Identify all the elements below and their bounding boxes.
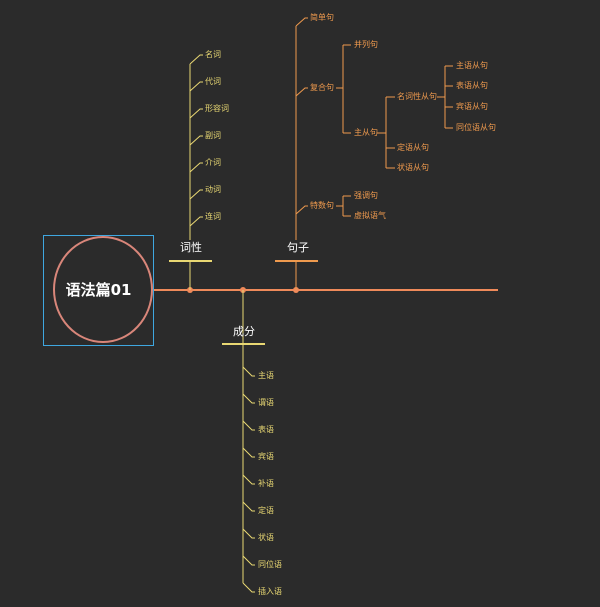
branch-label-cixing[interactable]: 词性 bbox=[180, 241, 202, 254]
chengfen-item[interactable]: 补语 bbox=[258, 479, 274, 488]
zhucong-zhuangyu[interactable]: 状语从句 bbox=[397, 163, 429, 172]
chengfen-connectors bbox=[222, 290, 265, 593]
chengfen-item[interactable]: 状语 bbox=[258, 533, 274, 542]
mingci-item[interactable]: 表语从句 bbox=[456, 81, 488, 90]
fuhe-zhucong[interactable]: 主从句 bbox=[354, 128, 378, 137]
chengfen-item[interactable]: 定语 bbox=[258, 506, 274, 515]
chengfen-item[interactable]: 主语 bbox=[258, 371, 274, 380]
chengfen-item[interactable]: 宾语 bbox=[258, 452, 274, 461]
cixing-item[interactable]: 名词 bbox=[205, 50, 221, 59]
cixing-item[interactable]: 动词 bbox=[205, 185, 221, 194]
cixing-item[interactable]: 形容词 bbox=[205, 104, 229, 113]
juzi-connectors bbox=[275, 17, 453, 290]
mingci-item[interactable]: 同位语从句 bbox=[456, 123, 496, 132]
juzi-jiandan[interactable]: 简单句 bbox=[310, 13, 334, 22]
chengfen-item[interactable]: 同位语 bbox=[258, 560, 282, 569]
cixing-item[interactable]: 副词 bbox=[205, 131, 221, 140]
branch-label-juzi[interactable]: 句子 bbox=[287, 241, 309, 254]
juzi-fuhe[interactable]: 复合句 bbox=[310, 83, 334, 92]
chengfen-item[interactable]: 表语 bbox=[258, 425, 274, 434]
branch-label-chengfen[interactable]: 成分 bbox=[233, 325, 255, 338]
cixing-item[interactable]: 代词 bbox=[205, 77, 221, 86]
root-topic-frame[interactable] bbox=[43, 235, 154, 346]
chengfen-item[interactable]: 谓语 bbox=[258, 398, 274, 407]
zhucong-dingyu[interactable]: 定语从句 bbox=[397, 143, 429, 152]
mingci-item[interactable]: 主语从句 bbox=[456, 61, 488, 70]
fuhe-binglie[interactable]: 并列句 bbox=[354, 40, 378, 49]
cixing-item[interactable]: 连词 bbox=[205, 212, 221, 221]
teshu-item[interactable]: 强调句 bbox=[354, 191, 378, 200]
teshu-item[interactable]: 虚拟语气 bbox=[354, 211, 386, 220]
cixing-item[interactable]: 介词 bbox=[205, 158, 221, 167]
cixing-connectors bbox=[169, 54, 212, 290]
juzi-teshu[interactable]: 特数句 bbox=[310, 201, 334, 210]
root-topic-circle bbox=[53, 236, 153, 343]
root-topic-title[interactable]: 语法篇01 bbox=[65, 281, 132, 299]
zhucong-mingci[interactable]: 名词性从句 bbox=[397, 92, 437, 101]
mingci-item[interactable]: 宾语从句 bbox=[456, 102, 488, 111]
chengfen-item[interactable]: 插入语 bbox=[258, 587, 282, 596]
